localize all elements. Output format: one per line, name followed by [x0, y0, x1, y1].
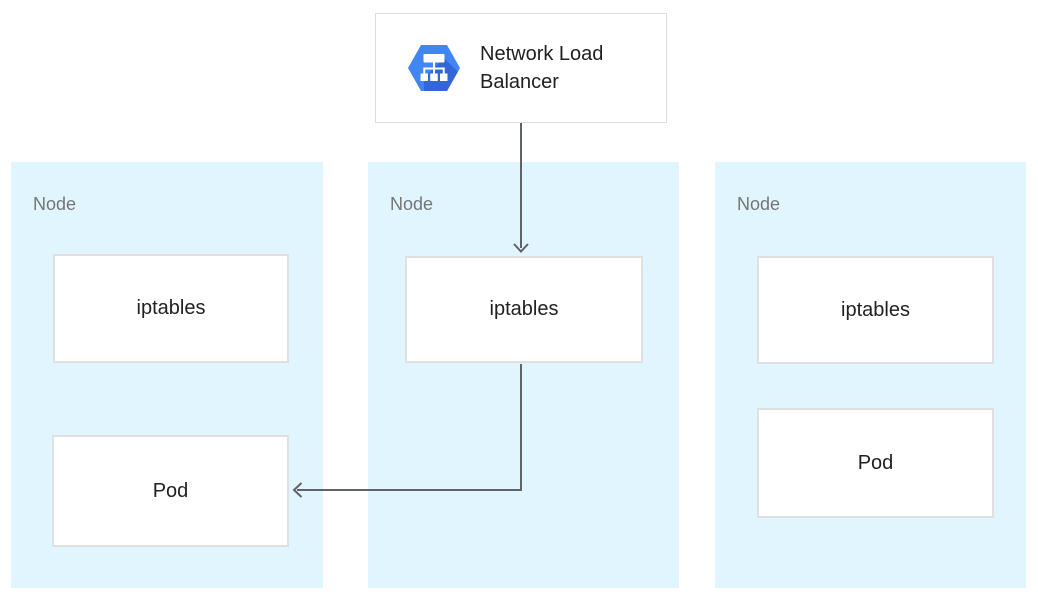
node-1: Node iptables Pod: [11, 162, 323, 588]
node-3: Node iptables Pod: [715, 162, 1026, 588]
node-2: Node iptables: [368, 162, 679, 588]
node-2-label: Node: [390, 194, 434, 214]
node-3-pod-box: Pod: [757, 408, 994, 518]
load-balancer-icon: [408, 45, 460, 91]
node-2-iptables-box: iptables: [405, 256, 643, 363]
node-1-label: Node: [33, 194, 77, 214]
network-load-balancer-box: Network Load Balancer: [375, 13, 667, 123]
node-1-pod-box: Pod: [52, 435, 289, 547]
node-1-iptables-box: iptables: [53, 254, 289, 363]
network-load-balancer-label: Network Load Balancer: [480, 43, 604, 93]
node-3-iptables-box: iptables: [757, 256, 994, 364]
node-3-label: Node: [737, 194, 781, 214]
